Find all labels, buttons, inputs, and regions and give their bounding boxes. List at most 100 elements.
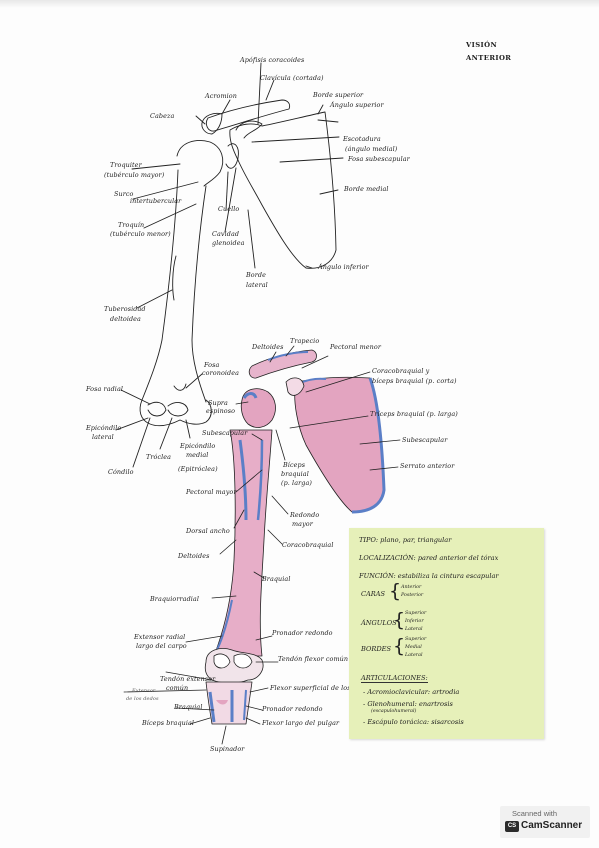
label-extensor-dedos-2: de los dedos: [126, 696, 159, 702]
label-angulo-medial: (ángulo medial): [345, 145, 398, 153]
label-borde-lateral-2: lateral: [246, 281, 268, 289]
label-fosa-coronoidea-2: coronoidea: [202, 369, 240, 377]
label-fosa-subescapular: Fosa subescapular: [348, 155, 410, 163]
label-pectoral-mayor: Pectoral mayor: [186, 488, 237, 496]
label-pectoral-menor: Pectoral menor: [330, 343, 381, 351]
note-angulos-item: Superior: [405, 611, 427, 616]
label-coracobraquial-1: Coracobraquial y: [372, 367, 430, 375]
label-braquial: Braquial: [262, 575, 291, 583]
label-deltoides-top: Deltoides: [252, 343, 284, 351]
note-funcion: FUNCIÓN: estabiliza la cintura escapular: [359, 572, 499, 580]
label-redondo-mayor-2: mayor: [292, 520, 313, 528]
label-angulo-superior: Ángulo superior: [330, 101, 384, 109]
label-epitroclea: (Epitróclea): [178, 465, 218, 473]
label-troclea: Tróclea: [146, 453, 172, 461]
label-braquiorradial: Braquiorradial: [150, 595, 199, 603]
clavicle-outline: [205, 99, 291, 132]
label-extensor-dedos-1: Extensor: [132, 688, 156, 694]
label-tendon-extensor-2: común: [166, 684, 189, 692]
view-title-line2: ANTERIOR: [466, 54, 512, 62]
note-angulos-item: Lateral: [405, 627, 423, 632]
label-supraespinoso-1: Supra: [208, 399, 228, 407]
label-intertubercular: intertubercular: [130, 197, 182, 205]
humerus-shaft-outline: [141, 169, 179, 401]
badge-line1: Scanned with: [512, 809, 558, 818]
label-cavidad: Cavidad: [212, 230, 240, 238]
label-biceps-larga-1: Bíceps: [283, 461, 306, 469]
label-deltoides-mid: Deltoides: [178, 552, 210, 560]
note-bordes: BORDES: [361, 645, 391, 653]
scapula-outline: [229, 111, 337, 269]
label-cabeza: Cabeza: [150, 112, 175, 120]
note-caras-item: Posterior: [401, 593, 424, 598]
note-caras-item: Anterior: [401, 585, 422, 590]
label-biceps-larga-3: (p. larga): [281, 479, 312, 487]
note-angulos: ÁNGULOS: [361, 619, 397, 627]
note-bordes-item: Superior: [405, 637, 427, 642]
note-art2: - Glenohumeral: enartrosis: [363, 700, 453, 708]
label-escotadura: Escotadura: [343, 135, 381, 143]
label-borde-lateral-1: Borde: [246, 271, 266, 279]
label-subescapular-small: Subescapular: [202, 429, 248, 437]
label-dorsal-ancho: Dorsal ancho: [186, 527, 230, 535]
label-redondo-mayor-1: Redondo: [290, 511, 320, 519]
brace-bordes-icon: {: [393, 635, 406, 657]
glenoid-outline: [225, 143, 239, 169]
label-epicondilo-medial-1: Epicóndilo: [180, 442, 216, 450]
camscanner-badge: Scanned with CS CamScanner: [500, 806, 590, 838]
note-bordes-item: Medial: [405, 645, 422, 650]
label-epicondilo-lateral-1: Epicóndilo: [86, 424, 122, 432]
note-caras: CARAS: [361, 590, 386, 598]
humerus-head-outline: [176, 140, 224, 187]
note-angulos-item: Inferior: [405, 619, 424, 624]
badge-line2: CamScanner: [521, 820, 583, 831]
note-bordes-item: Lateral: [405, 653, 423, 658]
label-serrato: Serrato anterior: [400, 462, 455, 470]
label-condilo: Cóndilo: [108, 468, 134, 476]
sticky-note: TIPO: plano, par, triangular LOCALIZACIÓ…: [349, 528, 544, 739]
label-fosa-coronoidea-1: Fosa: [204, 361, 220, 369]
camscanner-logo-icon: CS: [505, 821, 519, 832]
label-subescapular-big: Subescapular: [402, 436, 448, 444]
label-epicondilo-medial-2: medial: [186, 451, 209, 459]
label-tendon-extensor-1: Tendón extensor: [160, 675, 216, 683]
label-supinador: Supinador: [210, 745, 245, 753]
label-tuberculo-menor: (tubérculo menor): [110, 230, 171, 238]
label-borde-medial: Borde medial: [344, 185, 389, 193]
label-biceps-low: Bíceps braquial: [142, 719, 195, 727]
label-trapecio: Trapecio: [290, 337, 320, 345]
label-angulo-inferior: Ángulo inferior: [318, 263, 369, 271]
label-braquial-low: Braquial: [174, 703, 203, 711]
label-surco: Surco: [114, 190, 134, 198]
note-art1: - Acromioclavicular: artrodia: [363, 688, 460, 696]
note-art3: - Escápulo torácica: sisarcosis: [363, 718, 464, 726]
label-coracobraquial: Coracobraquial: [282, 541, 334, 549]
label-tendon-flexor: Tendón flexor común: [278, 655, 349, 663]
label-supraespinoso-2: espinoso: [206, 407, 236, 415]
label-tuberosidad-1: Tuberosidad: [104, 305, 146, 313]
label-acromion: Acromion: [205, 92, 237, 100]
acromion-outline: [201, 112, 223, 135]
label-glenoidea: glenoidea: [212, 239, 245, 247]
brace-caras-icon: {: [389, 580, 402, 602]
label-tuberosidad-2: deltoidea: [110, 315, 141, 323]
note-art2-sub: (escapulohumeral): [371, 709, 417, 714]
label-tuberculo-mayor: (tubérculo mayor): [104, 171, 165, 179]
label-cuello: Cuello: [218, 205, 240, 213]
note-localizacion: LOCALIZACIÓN: pared anterior del tórax: [359, 554, 499, 562]
note-tipo: TIPO: plano, par, triangular: [359, 536, 452, 544]
label-troquiter: Troquiter: [110, 161, 142, 169]
label-borde-superior: Borde superior: [313, 91, 364, 99]
distal-humerus-outline: [139, 399, 212, 427]
brace-angulos-icon: {: [393, 609, 406, 631]
label-flexor-largo: Flexor largo del pulgar: [262, 719, 340, 727]
label-epicondilo-lateral-2: lateral: [92, 433, 114, 441]
label-flexor-superficial: Flexor superficial de los: [270, 684, 351, 692]
label-biceps-larga-2: braquial: [281, 470, 309, 478]
label-troquin: Troquín: [118, 221, 145, 229]
label-coracobraquial-2: bíceps braquial (p. corta): [372, 377, 457, 385]
label-triceps: Tríceps braquial (p. larga): [370, 410, 458, 418]
label-extensor-2: largo del carpo: [136, 642, 187, 650]
